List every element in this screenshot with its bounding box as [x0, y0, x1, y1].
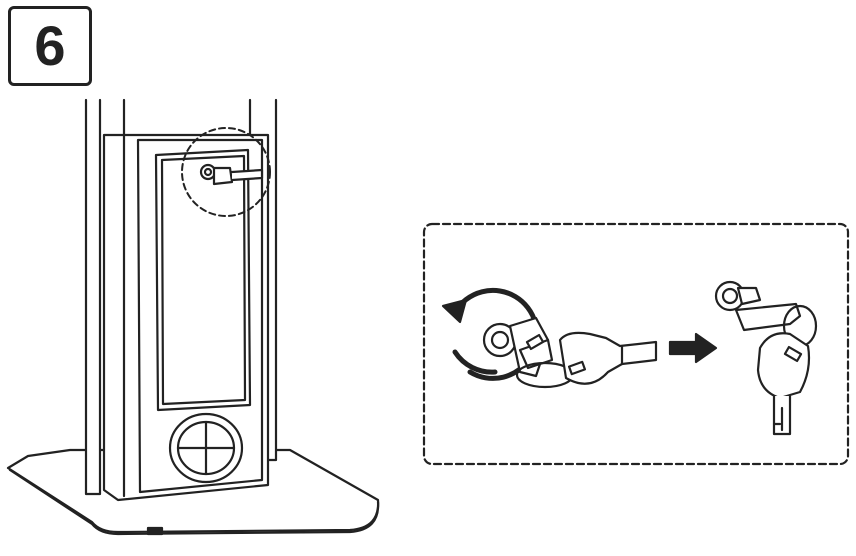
- arrow-right-icon: [668, 332, 718, 364]
- step-number-box: 6: [8, 6, 92, 86]
- detail-frame: [422, 222, 850, 466]
- kiosk-stand-icon: [6, 98, 380, 536]
- step-number: 6: [34, 14, 66, 77]
- rotate-arrowhead: [441, 298, 468, 324]
- key-removed-icon: [714, 280, 818, 436]
- lock-with-key-icon: [482, 316, 658, 389]
